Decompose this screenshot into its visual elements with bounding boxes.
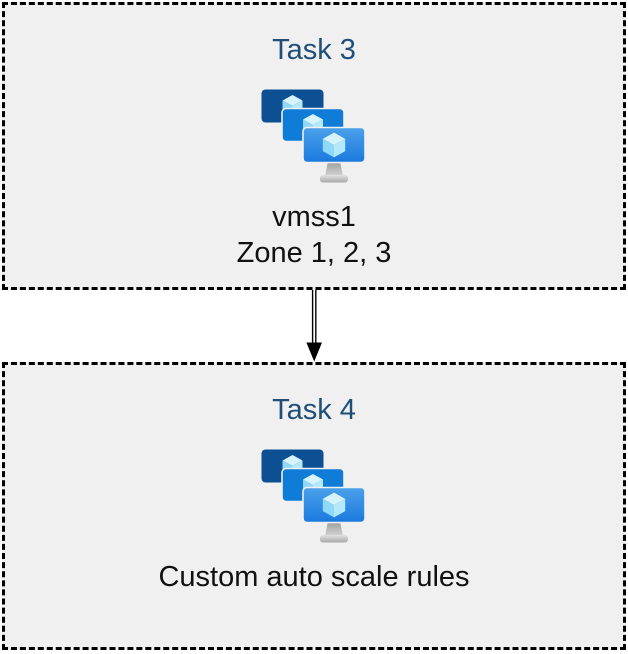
task4-title: Task 4 (272, 394, 356, 426)
zones-label: Zone 1, 2, 3 (236, 237, 392, 269)
vmss-name-label: vmss1 (272, 201, 356, 233)
task3-labels: vmss1 Zone 1, 2, 3 (237, 199, 392, 271)
task3-title: Task 3 (272, 34, 356, 66)
autoscale-rules-label: Custom auto scale rules (158, 561, 470, 593)
task4-labels: Custom auto scale rules (158, 559, 469, 595)
flow-arrow-down-icon (306, 290, 322, 362)
task4-box: Task 4 Custom auto scale rules (2, 362, 626, 650)
task3-box: Task 3 vmss1 Zone 1, 2, 3 (2, 2, 626, 290)
vm-scale-sets-icon (261, 89, 367, 185)
vm-scale-sets-icon (261, 449, 367, 545)
